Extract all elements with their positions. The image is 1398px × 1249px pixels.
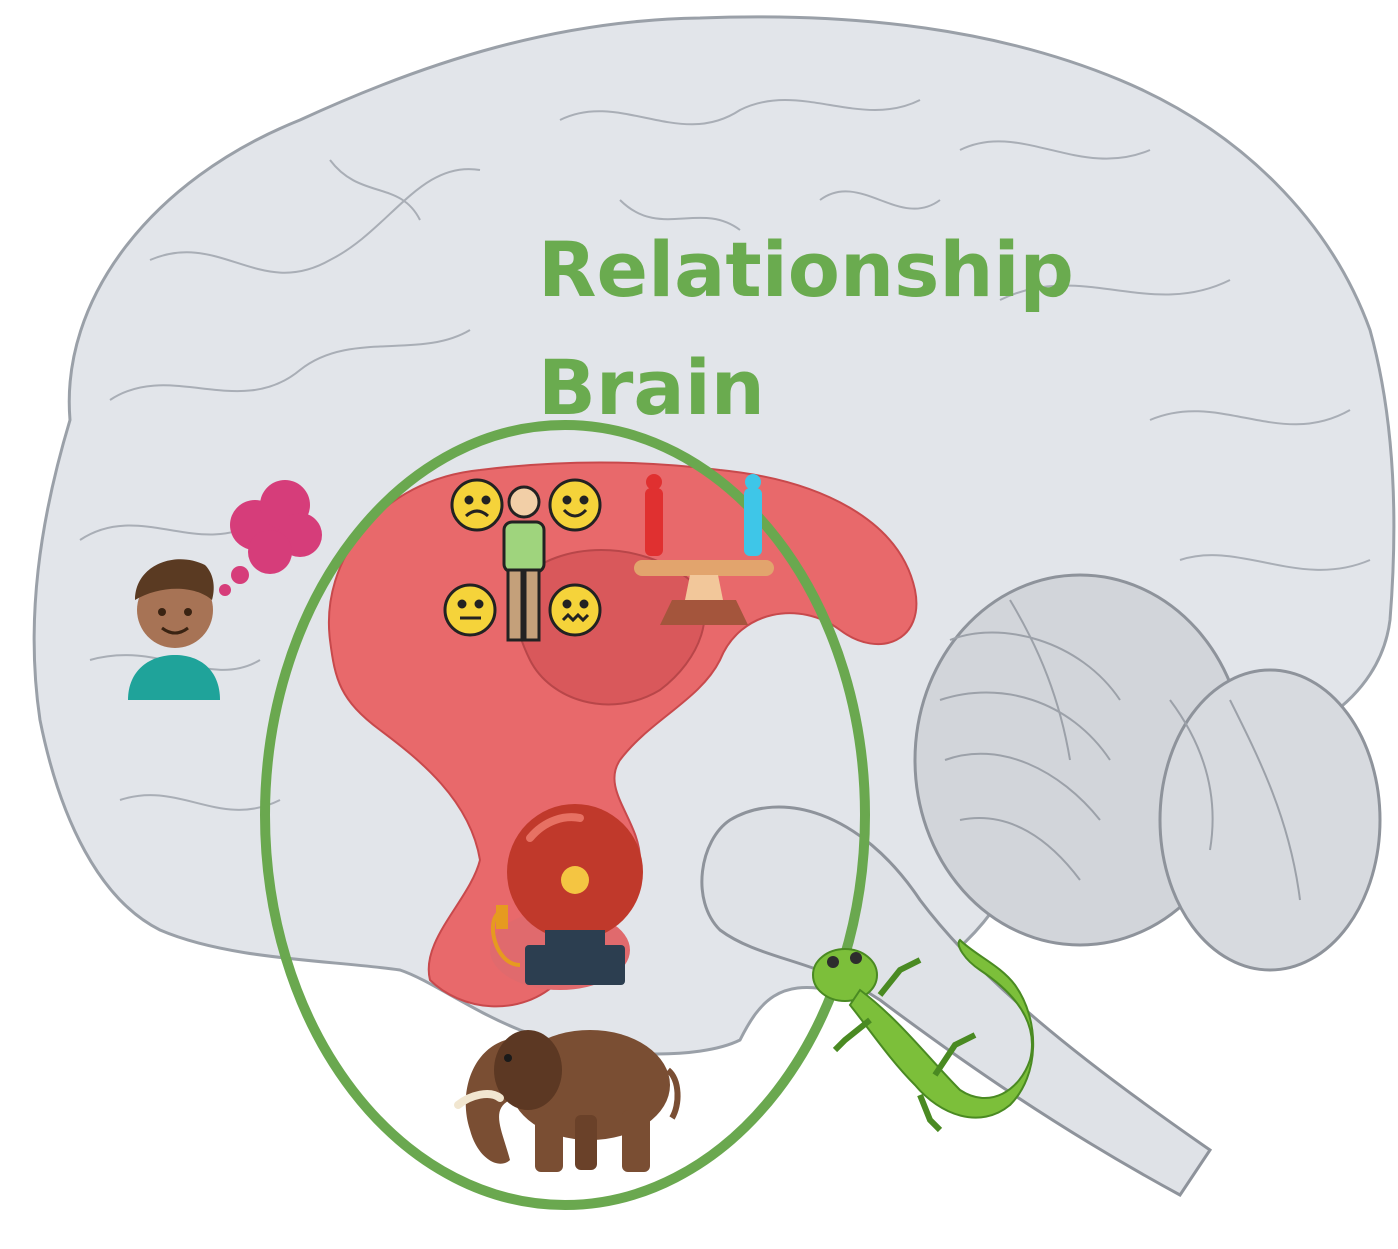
sad-face-icon xyxy=(452,480,502,530)
worried-face-icon xyxy=(550,585,600,635)
happy-face-icon xyxy=(550,480,600,530)
neutral-face-icon xyxy=(445,585,495,635)
elephant-icon xyxy=(458,1030,678,1172)
title-line-1: Relationship xyxy=(538,232,1074,308)
title-line-2: Brain xyxy=(538,350,765,426)
